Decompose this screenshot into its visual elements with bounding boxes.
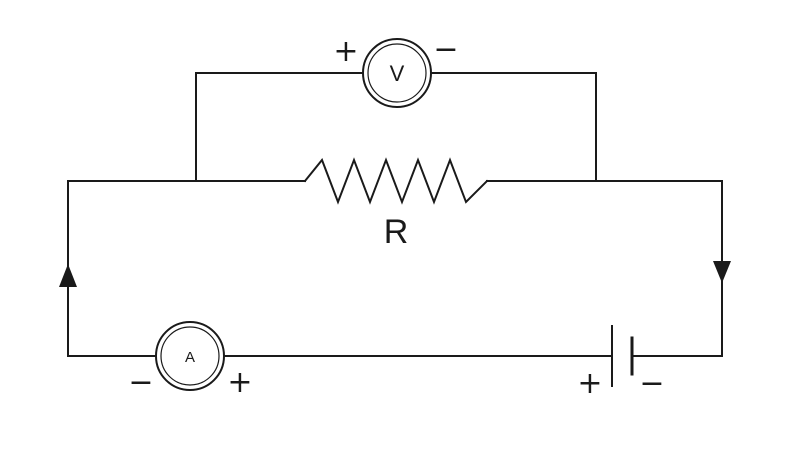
battery-minus-sign: − [639, 366, 664, 401]
ammeter-minus-sign: − [128, 365, 153, 400]
current-arrow-up-icon [59, 264, 77, 287]
battery-cell [611, 325, 634, 387]
resistor-symbol [303, 157, 489, 205]
battery-plus-sign: + [577, 366, 602, 401]
current-arrow-down-icon [713, 261, 731, 283]
voltmeter-plus-sign: + [333, 34, 358, 69]
main-loop-wires [67, 180, 723, 357]
ammeter-plus-sign: + [227, 365, 252, 400]
voltmeter-minus-sign: − [433, 32, 458, 67]
resistor-label: R [384, 213, 409, 251]
voltmeter-label: V [390, 61, 405, 86]
voltmeter: V [362, 38, 432, 108]
ammeter-label: A [185, 349, 195, 366]
voltmeter-branch-wires [195, 72, 597, 182]
ammeter: A [155, 321, 225, 391]
